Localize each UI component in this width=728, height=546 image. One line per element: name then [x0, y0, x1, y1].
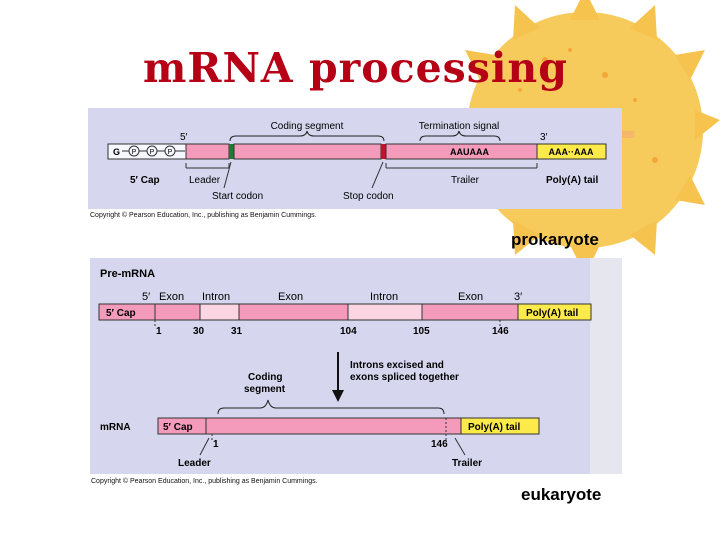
excised-line-2: exons spliced together [350, 372, 459, 383]
coding-label-line2: segment [244, 384, 286, 395]
phosphate-1-icon [128, 145, 140, 157]
page-title: mRNA processing [143, 44, 568, 92]
stop-codon-mark [381, 144, 386, 159]
prok-polya-segment [536, 143, 607, 160]
mrna-cap-label: 5′ Cap [163, 422, 193, 433]
exon-2-segment [238, 303, 349, 321]
position-30: 30 [193, 326, 205, 337]
termination-brace [419, 130, 501, 142]
position-105: 105 [413, 326, 430, 337]
exon-3-segment [421, 303, 519, 321]
end-3-label: 3′ [540, 132, 548, 143]
euk-trailer-label: Trailer [452, 458, 482, 469]
phosphate-letter: P [168, 149, 173, 156]
exon-1-label: Exon [159, 291, 184, 303]
euk-end3-label: 3′ [514, 291, 522, 303]
mrna-polya-segment [460, 417, 540, 435]
polya-sequence: AAA··AAA [549, 147, 594, 157]
eukaryote-panel [90, 258, 622, 474]
pre-mrna-label: Pre-mRNA [100, 268, 155, 280]
position-104: 104 [340, 326, 357, 337]
coding-segment-brace [229, 130, 385, 142]
eukaryote-copyright: Copyright © Pearson Education, Inc., pub… [91, 478, 318, 485]
phosphate-3-icon [164, 145, 176, 157]
prok-cap-label: 5′ Cap [130, 175, 160, 186]
exon-3-label: Exon [458, 291, 483, 303]
prok-trailer-label: Trailer [451, 175, 480, 186]
exon-2-label: Exon [278, 291, 303, 303]
aauaaa-label: AAUAAA [450, 147, 489, 157]
coding-label-line1: Coding [248, 372, 282, 383]
intron-2-label: Intron [370, 291, 398, 303]
position-146: 146 [492, 326, 509, 337]
pre-polya-segment [517, 303, 592, 321]
pre-polya-label: Poly(A) tail [526, 308, 578, 319]
g-label: G [113, 147, 120, 157]
intron-2-segment [347, 303, 423, 321]
euk-coding-brace [217, 399, 445, 415]
coding-segment-label: Coding segment [271, 121, 344, 132]
phosphate-letter: P [132, 149, 137, 156]
prokaryote-label: prokaryote [511, 230, 599, 249]
intron-1-label: Intron [202, 291, 230, 303]
prok-polya-label: Poly(A) tail [546, 175, 598, 186]
prok-leader-label: Leader [189, 175, 221, 186]
stop-codon-label: Stop codon [343, 191, 394, 202]
end-5-label: 5′ [180, 132, 188, 143]
mrna-label: mRNA [100, 422, 131, 433]
panel-side-strip [590, 258, 622, 474]
termination-signal-label: Termination signal [419, 121, 500, 132]
excised-line-1: Introns excised and [350, 360, 444, 371]
start-codon-label: Start codon [212, 191, 263, 202]
intron-1-segment [199, 303, 240, 321]
phosphate-2-icon [146, 145, 158, 157]
phosphate-letter: P [150, 149, 155, 156]
start-codon-mark [229, 144, 234, 159]
position-1: 1 [156, 326, 162, 337]
euk-leader-label: Leader [178, 458, 211, 469]
exon-1-segment [154, 303, 201, 321]
mrna-position-146: 146 [431, 439, 448, 450]
mrna-coding-segment [205, 417, 462, 435]
position-31: 31 [231, 326, 243, 337]
prokaryote-copyright: Copyright © Pearson Education, Inc., pub… [90, 212, 317, 219]
mrna-polya-label: Poly(A) tail [468, 422, 520, 433]
pre-cap-label: 5′ Cap [106, 308, 136, 319]
euk-end5-label: 5′ [142, 291, 150, 303]
mrna-position-1: 1 [213, 439, 219, 450]
eukaryote-label: eukaryote [521, 485, 602, 504]
